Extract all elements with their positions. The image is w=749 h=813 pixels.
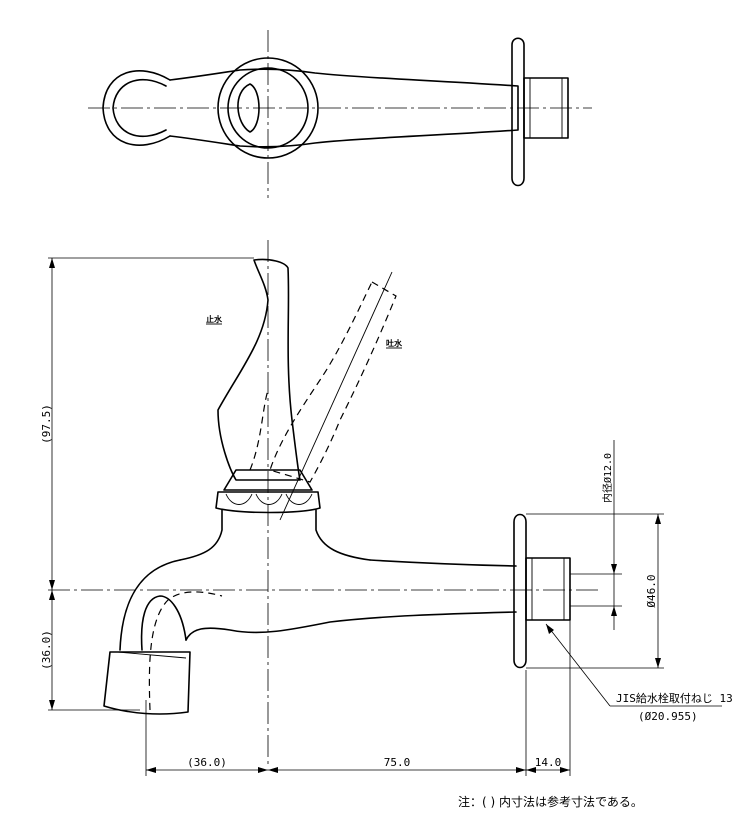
arrow <box>146 767 156 773</box>
body-neck <box>179 509 371 561</box>
discharge-label: 吐水 <box>386 338 403 348</box>
arrow <box>611 606 617 616</box>
spout-nozzle-edge <box>117 651 187 659</box>
flange <box>513 513 527 669</box>
top-view-handle-outer <box>217 57 319 159</box>
stop-label: 止水 <box>206 314 223 324</box>
body-pipe-top <box>369 559 517 567</box>
spout-hidden <box>148 591 223 711</box>
top-view-flange <box>511 37 525 187</box>
handle-open-position <box>269 281 397 483</box>
arrow <box>655 514 661 524</box>
arrow <box>655 658 661 668</box>
dimensions: (97.5) (36.0) (36.0) 75.0 14.0 Ø46.0 <box>40 257 733 776</box>
dim-label-36-0-vertical: (36.0) <box>40 630 53 670</box>
dim-label-36-0-horizontal: (36.0) <box>187 756 227 769</box>
dim-label-inner-diameter: 内径Ø12.0 <box>601 453 614 503</box>
top-view-spout-head <box>102 70 171 146</box>
thread-spec-label: JIS給水栓取付ねじ 13 <box>616 691 733 705</box>
arrow <box>611 564 617 574</box>
arrow <box>49 580 55 590</box>
arrow <box>49 258 55 268</box>
arrow <box>268 767 278 773</box>
arrow <box>49 700 55 710</box>
dim-label-75-0: 75.0 <box>384 756 411 769</box>
dim-label-14-0: 14.0 <box>535 756 562 769</box>
body-pipe-bottom <box>185 611 517 641</box>
dim-label-97-5: (97.5) <box>40 404 53 444</box>
handle-skirt <box>223 469 313 491</box>
top-view-spout-inner <box>112 78 167 138</box>
handle-ring-detail <box>225 493 253 505</box>
handle-ring <box>215 491 321 514</box>
spout-nozzle <box>103 651 191 715</box>
thread <box>525 557 571 621</box>
reference-note: 注：( ) 内寸法は参考寸法である。 <box>458 795 643 809</box>
handle-ring-detail <box>255 493 283 505</box>
dim-label-flange-diameter: Ø46.0 <box>645 574 658 607</box>
top-view-handle-lever <box>237 83 260 133</box>
handle-ring-detail <box>285 493 313 505</box>
arrow <box>516 767 526 773</box>
top-view-thread <box>523 77 569 139</box>
handle-open-hidden-edge <box>249 389 269 471</box>
arrow <box>546 624 554 634</box>
arrow <box>560 767 570 773</box>
handle-open-axis <box>279 271 393 521</box>
spout-outer <box>119 559 181 651</box>
arrow <box>49 590 55 600</box>
arrow <box>258 767 268 773</box>
top-view-body-outline <box>169 68 519 148</box>
thread-diameter-label: (Ø20.955) <box>638 710 698 723</box>
side-view <box>48 240 600 765</box>
thread-leader-line <box>545 623 611 707</box>
spout-inner <box>140 595 187 651</box>
arrow <box>526 767 536 773</box>
handle-lever <box>217 258 301 481</box>
top-view <box>88 30 592 198</box>
top-view-handle-ring <box>227 67 309 149</box>
